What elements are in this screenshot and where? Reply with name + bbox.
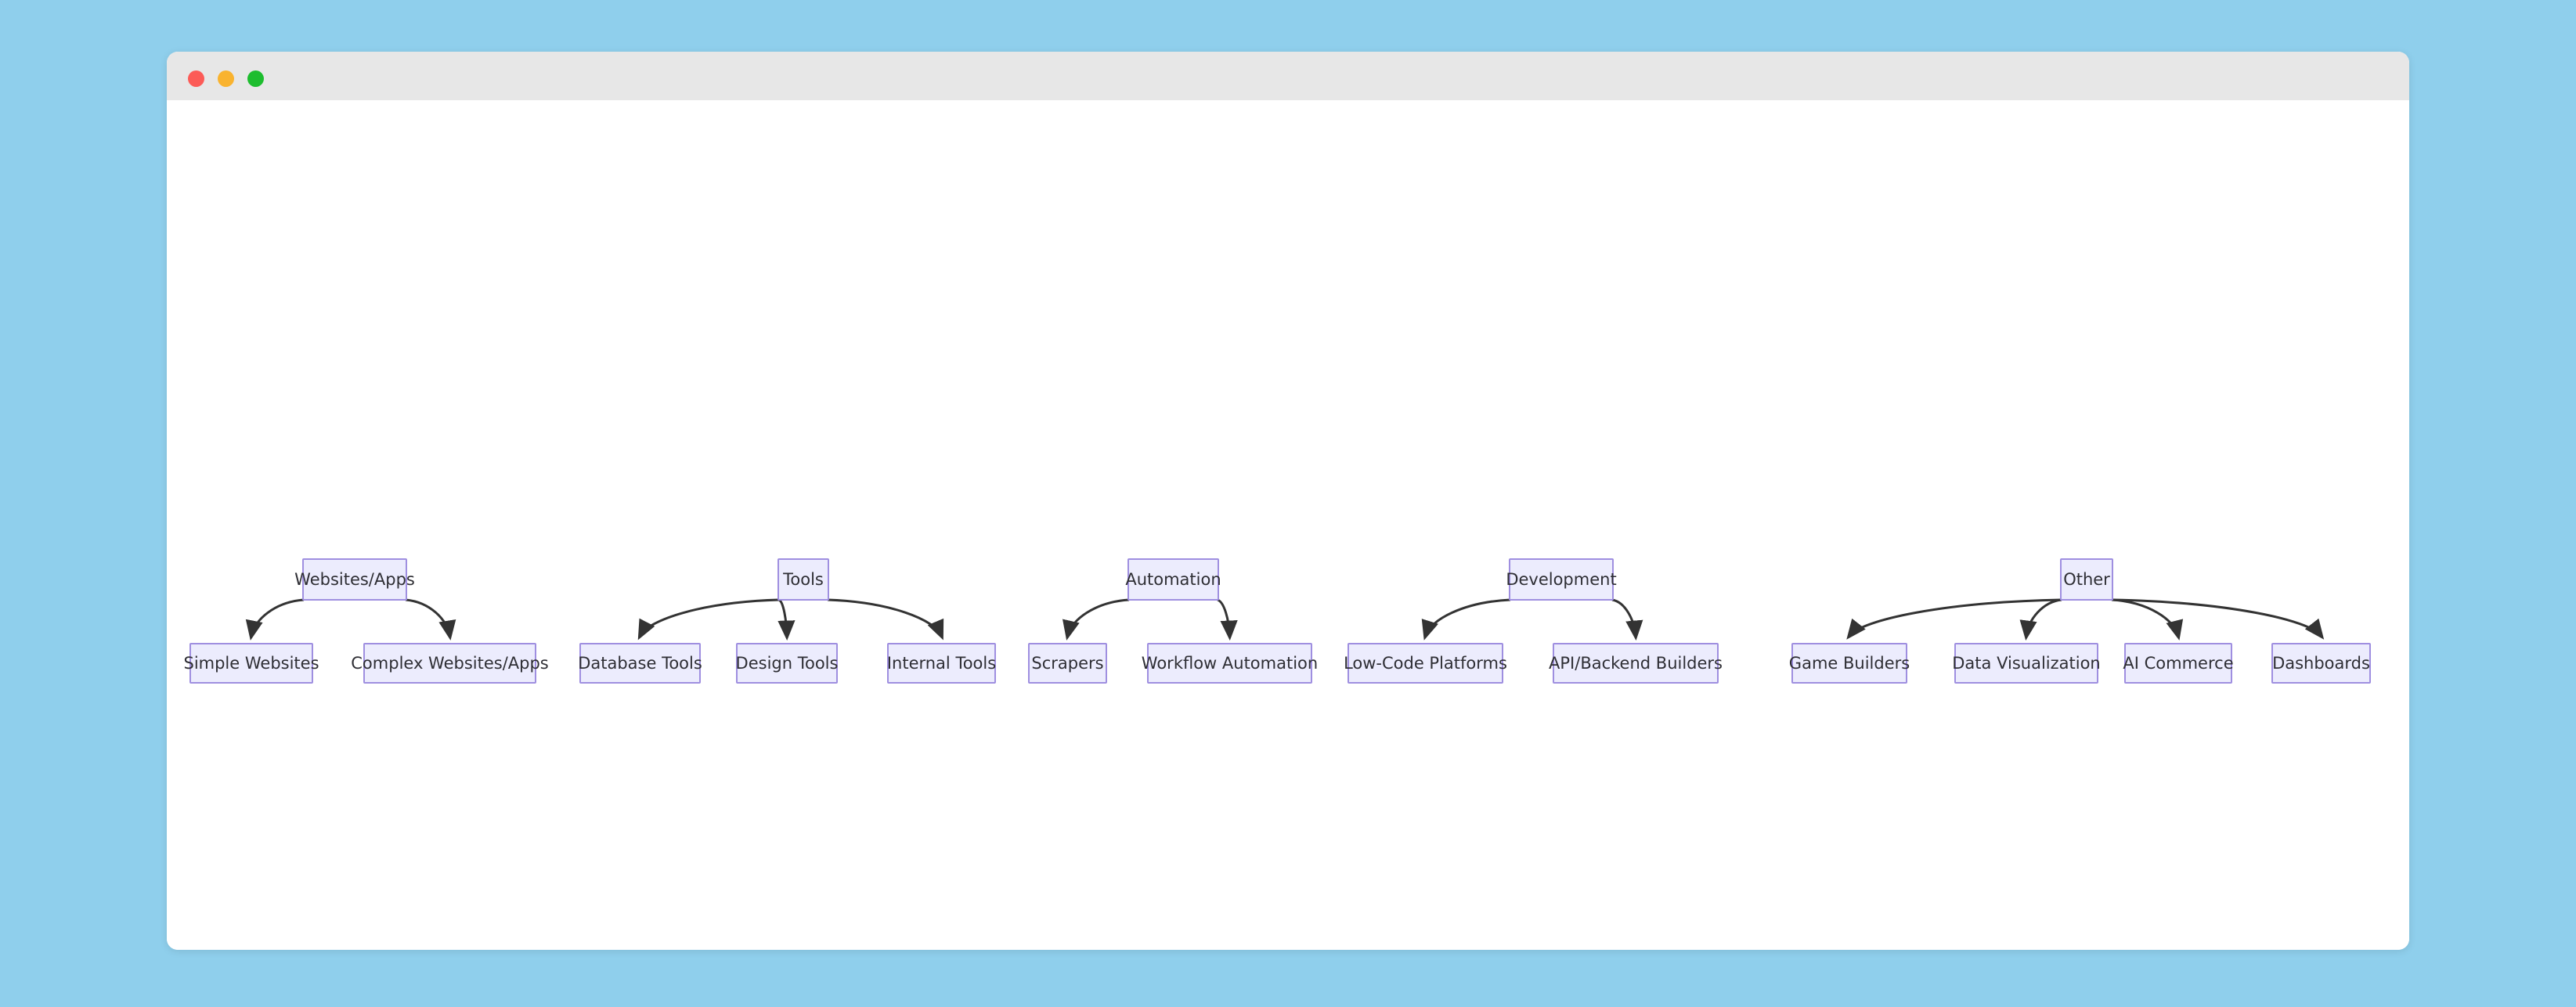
flowchart-node-other[interactable]: Other	[2060, 558, 2113, 601]
flowchart-edge-other-to-game_builders	[1846, 598, 2062, 640]
flowchart-edge-tools-to-database_tools	[637, 598, 780, 641]
flowchart-node-complex_websites[interactable]: Complex Websites/Apps	[351, 643, 549, 684]
flowchart-node-websites_apps[interactable]: Websites/Apps	[294, 558, 415, 601]
flowchart-node-database_tools[interactable]: Database Tools	[578, 643, 702, 684]
flowchart-edge-automation-to-scrapers	[1063, 598, 1130, 641]
flowchart-node-lowcode_platforms[interactable]: Low-Code Platforms	[1344, 643, 1507, 684]
flowchart-edge-layer	[245, 598, 2325, 641]
flowchart-node-label: Simple Websites	[183, 653, 319, 673]
flowchart-node-api_backend[interactable]: API/Backend Builders	[1549, 643, 1723, 684]
flowchart-edge-other-to-ai_commerce	[2111, 598, 2184, 641]
flowchart-edge-websites_apps-to-complex_websites	[405, 598, 456, 641]
flowchart-edge-tools-to-internal_tools	[827, 598, 944, 641]
flowchart-node-label: Design Tools	[735, 653, 839, 673]
flowchart-node-scrapers[interactable]: Scrapers	[1028, 643, 1107, 684]
flowchart-node-data_visualization[interactable]: Data Visualization	[1952, 643, 2101, 684]
flowchart-node-tools[interactable]: Tools	[777, 558, 829, 601]
flowchart-node-label: Development	[1506, 569, 1617, 589]
flowchart-edges	[245, 598, 2325, 641]
flowchart-edge-tools-to-design_tools	[777, 598, 796, 641]
flowchart-node-label: Data Visualization	[1952, 653, 2101, 673]
minimize-window-button[interactable]	[218, 70, 234, 87]
flowchart-node-label: Dashboards	[2272, 653, 2370, 673]
close-window-button[interactable]	[188, 70, 204, 87]
window-title-bar	[167, 52, 2409, 100]
flowchart-edge-automation-to-workflow_automation	[1217, 598, 1238, 641]
maximize-window-button[interactable]	[247, 70, 264, 87]
flowchart-node-label: Tools	[783, 569, 824, 589]
flowchart-node-design_tools[interactable]: Design Tools	[736, 643, 838, 684]
flowchart-node-label: Internal Tools	[886, 653, 997, 673]
flowchart-node-label: API/Backend Builders	[1549, 653, 1723, 673]
flowchart-node-dashboards[interactable]: Dashboards	[2271, 643, 2371, 684]
flowchart-node-label: Websites/Apps	[294, 569, 415, 589]
flowchart-node-label: Database Tools	[578, 653, 702, 673]
flowchart-node-development[interactable]: Development	[1506, 558, 1617, 601]
flowchart-node-label: AI Commerce	[2123, 653, 2234, 673]
flowchart-edge-other-to-data_visualization	[2019, 598, 2062, 641]
flowchart-node-label: Automation	[1125, 569, 1221, 589]
flowchart-node-internal_tools[interactable]: Internal Tools	[887, 643, 996, 684]
flowchart-node-label: Scrapers	[1031, 653, 1104, 673]
flowchart-node-automation[interactable]: Automation	[1125, 558, 1221, 601]
flowchart-edge-development-to-lowcode_platforms	[1421, 598, 1511, 641]
flowchart-node-label: Game Builders	[1788, 653, 1910, 673]
flowchart-edge-development-to-api_backend	[1611, 598, 1643, 641]
flowchart-edge-websites_apps-to-simple_websites	[245, 598, 305, 641]
flowchart-node-label: Complex Websites/Apps	[351, 653, 549, 673]
flowchart-node-workflow_automation[interactable]: Workflow Automation	[1142, 643, 1318, 684]
flowchart-node-ai_commerce[interactable]: AI Commerce	[2123, 643, 2234, 684]
flowchart-node-label: Other	[2063, 569, 2110, 589]
flowchart-node-game_builders[interactable]: Game Builders	[1788, 643, 1910, 684]
flowchart-node-label: Low-Code Platforms	[1344, 653, 1507, 673]
flowchart-node-simple_websites[interactable]: Simple Websites	[183, 643, 319, 684]
flowchart-node-label: Workflow Automation	[1141, 653, 1319, 673]
flowchart-edge-other-to-dashboards	[2111, 598, 2325, 640]
